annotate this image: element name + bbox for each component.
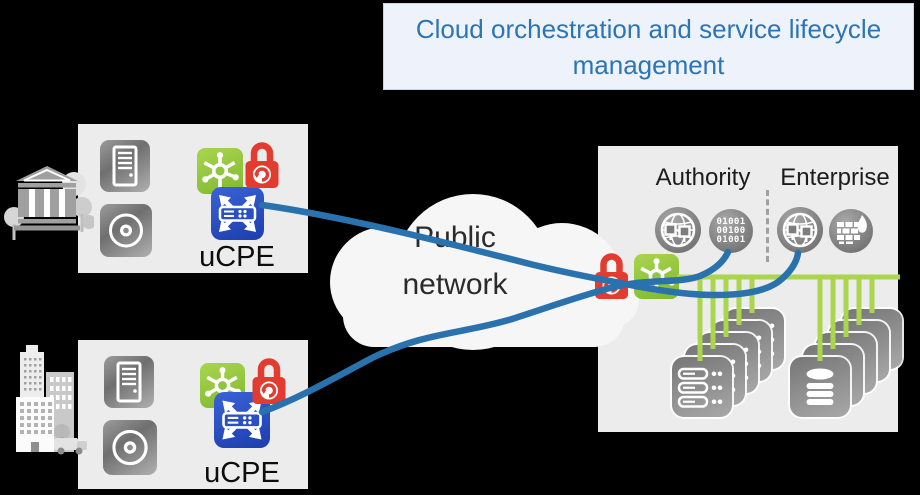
globe-network-icon	[655, 207, 701, 253]
cloud-label: Public network	[360, 214, 550, 308]
title-line2: management	[572, 49, 725, 80]
title-box: Cloud orchestration and service lifecycl…	[383, 3, 914, 90]
bank-building-icon	[4, 166, 94, 240]
globe-network-icon	[777, 207, 823, 253]
optical-disk-icon	[100, 204, 152, 257]
site-label: uCPE	[199, 241, 275, 273]
secure-lock-icon	[595, 253, 628, 299]
secure-lock-icon	[252, 358, 286, 404]
title-line1: Cloud orchestration and service lifecycl…	[415, 13, 882, 44]
site-box-bottom: uCPE	[78, 340, 308, 489]
authority-label: Authority	[655, 164, 751, 191]
binary-row3: 01001	[716, 234, 746, 245]
optical-disk-icon	[103, 420, 157, 475]
network-hub-icon	[634, 254, 679, 299]
site-label: uCPE	[204, 457, 280, 489]
cloud-label-line2: network	[402, 268, 508, 301]
firewall-icon	[829, 209, 873, 253]
server-tower-icon	[100, 140, 150, 192]
database-stack-icon	[790, 357, 850, 417]
vnf-router-icon	[211, 187, 264, 240]
enterprise-label: Enterprise	[780, 164, 890, 191]
secure-lock-icon	[245, 142, 279, 188]
server-stack-icon	[672, 357, 732, 417]
binary-data-icon: 01001 00100 01001	[709, 209, 753, 253]
network-hub-icon	[197, 148, 243, 194]
city-buildings-icon	[16, 345, 87, 455]
server-tower-icon	[104, 356, 154, 408]
cloud-label-line1: Public	[414, 221, 496, 254]
zone-divider	[766, 190, 769, 262]
site-box-top: uCPE	[78, 124, 308, 273]
